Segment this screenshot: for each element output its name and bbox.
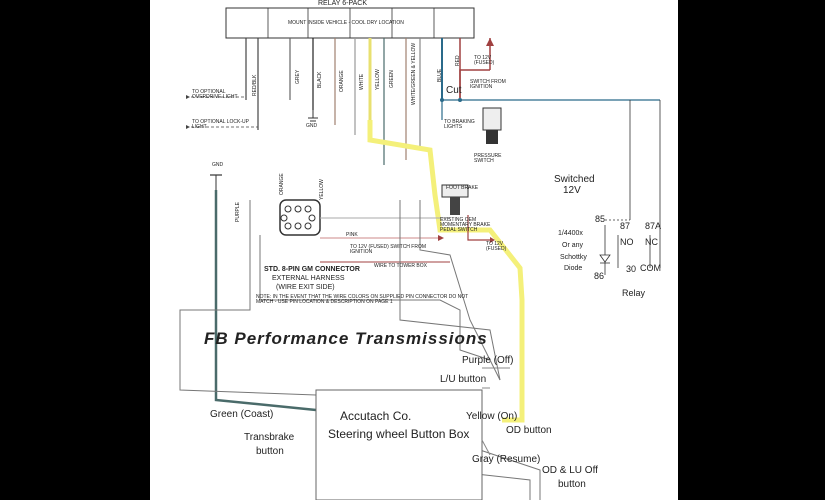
wire-label-yellow: YELLOW <box>375 69 381 90</box>
wire-label-white-green: WHITE/GREEN & YELLOW <box>411 42 417 105</box>
foot-brake-label: FOOT BRAKE <box>446 185 479 191</box>
pin-86: 86 <box>594 271 605 281</box>
note-to-12v: TO 12V (FUSED) <box>474 55 495 66</box>
wire-label-yellow-side: YELLOW <box>319 179 325 200</box>
gm-connector <box>279 199 321 236</box>
transbrake-button-label: button <box>256 446 284 457</box>
button-box <box>315 389 483 500</box>
purple-off-label: Purple (Off) <box>462 355 514 366</box>
pin-87a: 87A <box>645 221 662 231</box>
yellow-wire <box>367 120 525 423</box>
pink-wire-label: PINK <box>346 232 358 238</box>
note-lockup-light: TO OPTIONAL LOCK-UP LIGHT <box>192 119 249 130</box>
v12-label: 12V <box>563 185 581 196</box>
connector-title: STD. 8-PIN GM CONNECTOR <box>264 266 360 273</box>
gray-resume-label: Gray (Resume) <box>472 454 541 465</box>
od-lu-off-button-label: button <box>558 479 586 490</box>
wire-label-grey: GREY <box>295 69 301 84</box>
wire-label-red-blk: RED/BLK <box>252 74 258 96</box>
switched-label: Switched <box>554 174 595 185</box>
wire-label-blue: BLUE <box>437 68 443 82</box>
pin-30: 30 <box>626 264 637 274</box>
diode-line2: Or any <box>562 242 584 249</box>
relay-pack-subtitle: MOUNT INSIDE VEHICLE - COOL DRY LOCATION <box>288 20 404 26</box>
wiring-diagram: RELAY 6-PACK MOUNT INSIDE VEHICLE - COOL… <box>150 0 678 500</box>
relay-label: Relay <box>622 288 646 298</box>
brand-title: FB Performance Transmissions <box>204 329 488 348</box>
gnd-label-center: GND <box>306 123 318 129</box>
wire-label-black: BLACK <box>317 71 323 88</box>
wire-label-red: RED <box>455 55 461 66</box>
green-coast-label: Green (Coast) <box>210 409 274 420</box>
relay-pack-title: RELAY 6-PACK <box>318 0 368 7</box>
pressure-switch-label: PRESSURE SWITCH <box>474 153 502 164</box>
connector-12v-label: TO 12V (FUSED) SWITCH FROM IGNITION <box>350 244 427 255</box>
connector-line3: (WIRE EXIT SIDE) <box>276 284 335 291</box>
nc-label: NC <box>645 237 658 247</box>
transbrake-label: Transbrake <box>244 432 295 443</box>
com-label: COM <box>640 263 661 273</box>
diode-line4: Diode <box>564 265 583 272</box>
wire-label-green: GREEN <box>389 70 395 88</box>
wire-label-orange2: ORANGE <box>279 173 285 195</box>
note-overdrive-light: TO OPTIONAL OVERDRIVE LIGHT <box>192 89 238 100</box>
diode-line1: 1/4400x <box>558 230 583 237</box>
connector-line2: EXTERNAL HARNESS <box>272 275 345 282</box>
wire-label-orange: ORANGE <box>339 70 345 92</box>
wire-label-white: WHITE <box>359 73 365 90</box>
od-lu-off-label: OD & LU Off <box>542 465 598 476</box>
yellow-on-label: Yellow (On) <box>466 411 518 422</box>
lu-button-label: L/U button <box>440 374 487 385</box>
button-box-line2: Steering wheel Button Box <box>328 427 470 441</box>
note-switch-from-ignition: SWITCH FROM IGNITION <box>470 79 506 90</box>
wiring-lines <box>179 7 661 500</box>
note-braking-lights: TO BRAKING LIGHTS <box>444 119 475 130</box>
connector-note: NOTE: IN THE EVENT THAT THE WIRE COLORS … <box>256 294 469 305</box>
button-box-line1: Accutach Co. <box>340 409 412 423</box>
wire-label-purple: PURPLE <box>235 201 241 222</box>
gnd-label-left: GND <box>212 162 224 168</box>
note-12v-fused: TO 12V (FUSED) <box>486 241 507 252</box>
green-wire <box>214 190 317 412</box>
pin-85: 85 <box>595 214 606 224</box>
od-button-label: OD button <box>506 425 552 436</box>
pressure-switch <box>482 107 502 131</box>
wire-to-box-label: WIRE TO TOWER BOX <box>374 263 427 269</box>
cut-label: Cut <box>446 85 462 96</box>
pin-87: 87 <box>620 221 631 231</box>
no-label: NO <box>620 237 634 247</box>
oem-switch-label: EXISTING OEM MOMENTARY BRAKE PEDAL SWITC… <box>440 217 491 233</box>
diode-line3: Schottky <box>560 254 587 261</box>
